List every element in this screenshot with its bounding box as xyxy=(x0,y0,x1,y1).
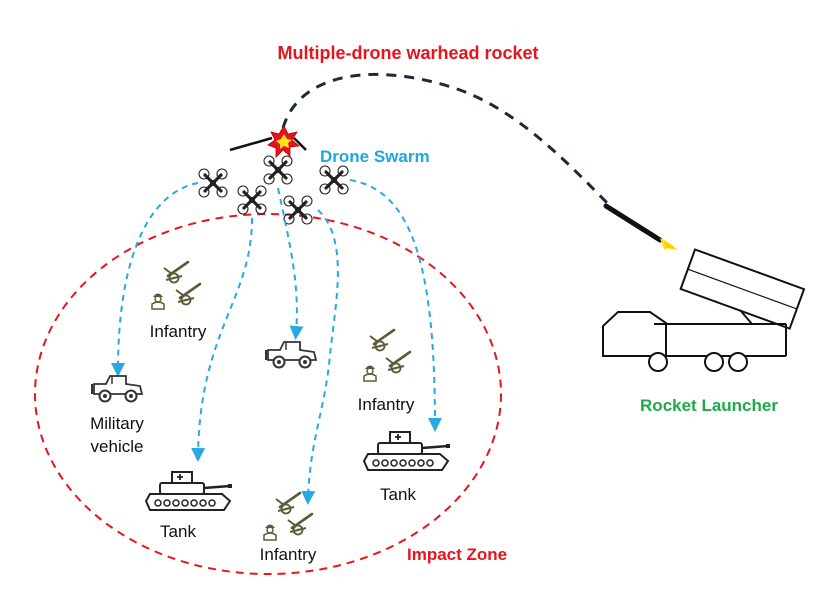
quadcopter-icon xyxy=(282,194,314,226)
rocket-title-label: Multiple-drone warhead rocket xyxy=(277,43,538,63)
path-to-tank-left xyxy=(191,217,253,462)
quadcopter-icon xyxy=(236,184,268,216)
military-vehicle-label-line2: vehicle xyxy=(91,437,144,456)
rocket-icon xyxy=(603,203,678,250)
impact-zone-boundary xyxy=(34,213,502,575)
tank-icon xyxy=(362,430,452,472)
infantry-group-1 xyxy=(151,260,202,310)
drone-attack-paths xyxy=(111,179,442,505)
field-artillery-icon xyxy=(162,260,190,284)
explosion-icon xyxy=(229,125,307,158)
soldier-icon xyxy=(263,523,277,541)
infantry-label-3: Infantry xyxy=(260,545,317,564)
path-to-military-vehicle xyxy=(111,182,199,377)
soldier-icon xyxy=(151,292,165,310)
military-jeep-icon xyxy=(91,375,143,403)
tank-icon xyxy=(144,470,234,512)
field-artillery-icon xyxy=(286,512,314,536)
infantry-label-1: Infantry xyxy=(150,322,207,341)
field-artillery-icon xyxy=(274,491,302,515)
field-artillery-icon xyxy=(384,350,412,374)
path-to-tank-right xyxy=(349,179,442,432)
quadcopter-icon xyxy=(197,167,229,199)
rocket-trajectory xyxy=(281,72,614,210)
infantry-label-2: Infantry xyxy=(358,395,415,414)
infantry-group-3 xyxy=(263,491,314,541)
rocket-launcher-label: Rocket Launcher xyxy=(640,396,778,415)
field-artillery-icon xyxy=(368,328,396,352)
path-to-infantry-bottom xyxy=(301,209,339,505)
path-to-jeep xyxy=(277,187,304,340)
soldier-icon xyxy=(363,364,377,382)
drone-swarm-label: Drone Swarm xyxy=(320,147,430,166)
field-artillery-icon xyxy=(174,282,202,306)
infantry-group-2 xyxy=(363,328,412,382)
military-vehicle-label-line1: Military xyxy=(90,414,144,433)
tank-label-2: Tank xyxy=(380,485,416,504)
rocket-launcher-truck-icon xyxy=(602,248,806,372)
military-jeep-icon xyxy=(265,341,317,369)
tank-label-1: Tank xyxy=(160,522,196,541)
quadcopter-icon xyxy=(262,154,294,186)
quadcopter-icon xyxy=(318,164,350,196)
impact-zone-label: Impact Zone xyxy=(407,545,507,564)
